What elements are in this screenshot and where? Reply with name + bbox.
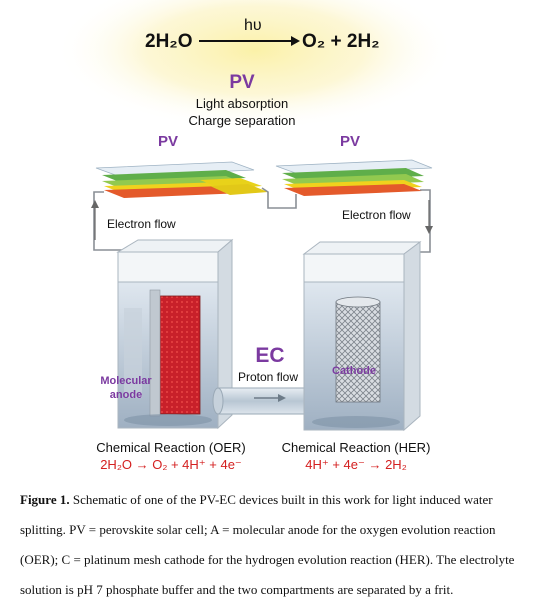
ec-label: EC — [255, 344, 284, 367]
proton-flow-label: Proton flow — [238, 370, 298, 384]
oer-title: Chemical Reaction (OER) — [96, 440, 246, 455]
proton-arrow-head — [278, 394, 286, 402]
pv-cell-right — [275, 159, 433, 196]
cathode-beaker — [302, 241, 422, 432]
her-equation: 4H⁺ + 4e⁻ → 2H₂ — [305, 457, 407, 470]
equation-left: 2H₂O — [145, 31, 193, 52]
figure-caption-line-3: (OER); C = platinum mesh cathode for the… — [20, 552, 515, 567]
electron-arrow-up-head — [91, 200, 99, 208]
pv-light-absorption: Light absorption — [196, 96, 289, 111]
light-hv-label: hυ — [244, 17, 262, 34]
electron-flow-left: Electron flow — [107, 217, 176, 231]
figure-label: Figure 1. — [20, 492, 70, 507]
pv-ec-schematic: 2H₂O hυ O₂ + 2H₂ PV Light absorption Cha… — [55, 0, 455, 470]
pv-cell-left — [95, 161, 268, 198]
figure-caption-line-4: solution is pH 7 phosphate buffer and th… — [20, 582, 454, 597]
pv-left-label: PV — [158, 133, 178, 150]
electron-flow-right: Electron flow — [342, 208, 411, 222]
pv-charge-separation: Charge separation — [189, 113, 296, 128]
molecular-anode-label-2: anode — [110, 389, 142, 401]
her-title: Chemical Reaction (HER) — [282, 440, 431, 455]
cathode-label: Cathode — [332, 365, 376, 377]
frit-tube-end — [212, 387, 224, 415]
caption-text-1: Schematic of one of the PV-EC devices bu… — [72, 492, 493, 507]
anode-beaker — [116, 238, 234, 430]
oer-equation: 2H₂O → O₂ + 4H⁺ + 4e⁻ — [100, 457, 242, 470]
molecular-anode-label-1: Molecular — [100, 375, 152, 387]
figure-caption-line-1: Figure 1. Schematic of one of the PV-EC … — [20, 492, 536, 508]
figure-caption-line-2: splitting. PV = perovskite solar cell; A… — [20, 522, 496, 537]
pv-right-label: PV — [340, 133, 360, 150]
frit-tube — [217, 387, 311, 415]
pv-heading: PV — [229, 72, 255, 93]
reaction-arrow-head — [291, 36, 300, 46]
sun-glow — [55, 0, 455, 130]
electron-arrow-down-head — [425, 226, 433, 234]
wire-connector — [261, 187, 297, 209]
equation-right: O₂ + 2H₂ — [302, 31, 380, 52]
